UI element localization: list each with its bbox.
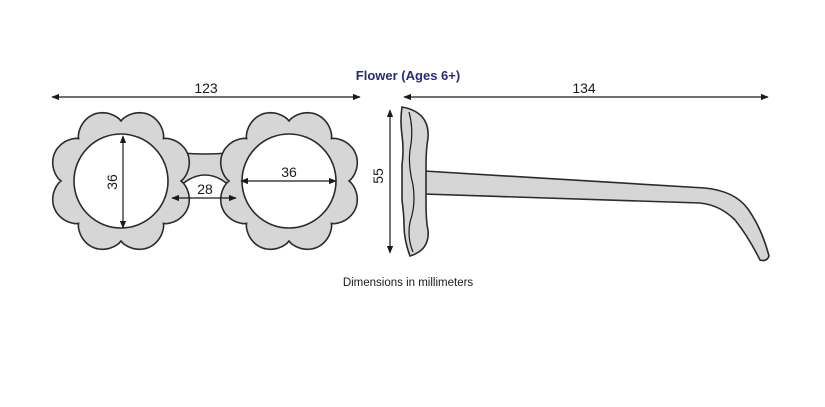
front-rim-profile <box>400 106 429 257</box>
left-lens <box>73 133 169 229</box>
lens-width-dimension: 36 <box>240 164 337 185</box>
temple-arm <box>423 170 770 262</box>
total-width-dimension: 123 <box>51 80 361 101</box>
bridge-width-dimension: 28 <box>171 181 237 202</box>
temple-length-label: 134 <box>572 80 596 96</box>
lens-height-dimension: 36 <box>104 135 127 229</box>
total-width-label: 123 <box>194 80 218 96</box>
lens-width-label: 36 <box>281 164 297 180</box>
temple-length-dimension: 134 <box>403 80 769 101</box>
front-rim-edge <box>408 111 415 253</box>
lens-height-label: 36 <box>104 174 120 190</box>
caption: Dimensions in millimeters <box>343 277 474 289</box>
bridge-width-label: 28 <box>197 181 213 197</box>
frame-height-label: 55 <box>370 168 386 184</box>
diagram-title: Flower (Ages 6+) <box>356 68 460 83</box>
frame-height-dimension: 55 <box>370 109 394 254</box>
side-view <box>400 106 770 262</box>
